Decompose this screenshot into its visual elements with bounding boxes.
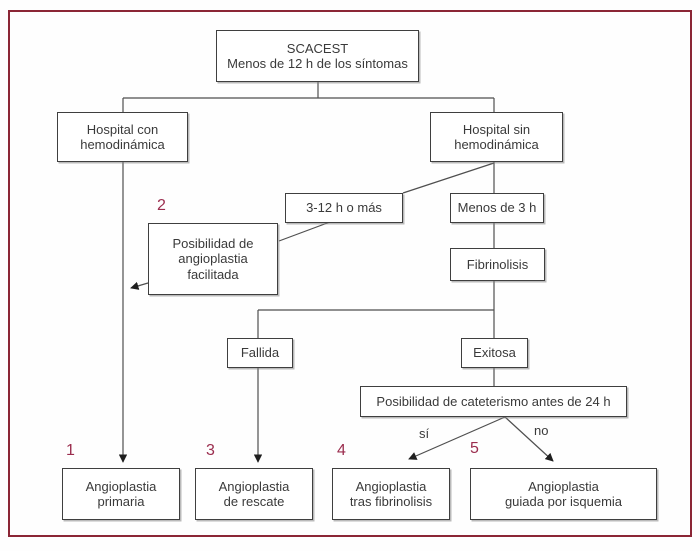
node-scacest: SCACEST Menos de 12 h de los síntomas xyxy=(216,30,419,82)
node-hospital-con-hemodinamica: Hospital con hemodinámica xyxy=(57,112,188,162)
node-3-12h-o-mas: 3-12 h o más xyxy=(285,193,403,223)
branch-label-si: sí xyxy=(419,426,430,441)
figure-frame xyxy=(8,10,692,537)
node-fallida: Fallida xyxy=(227,338,293,368)
figure-number-3: 3 xyxy=(206,442,215,459)
figure-number-4: 4 xyxy=(337,442,346,459)
node-angioplastia-primaria: Angioplastia primaria xyxy=(62,468,180,520)
node-exitosa: Exitosa xyxy=(461,338,528,368)
node-fibrinolisis: Fibrinolisis xyxy=(450,248,545,281)
node-angioplastia-guiada-por-isquemia: Angioplastia guiada por isquemia xyxy=(470,468,657,520)
branch-label-no: no xyxy=(534,423,549,438)
node-angioplastia-de-rescate: Angioplastia de rescate xyxy=(195,468,313,520)
figure-number-5: 5 xyxy=(470,440,479,457)
node-menos-de-3h: Menos de 3 h xyxy=(450,193,544,223)
figure-number-1: 1 xyxy=(66,442,75,459)
figure-number-2: 2 xyxy=(157,197,166,214)
node-cateterismo-antes-24h: Posibilidad de cateterismo antes de 24 h xyxy=(360,386,627,417)
node-angioplastia-tras-fibrinolisis: Angioplastia tras fibrinolisis xyxy=(332,468,450,520)
node-angioplastia-facilitada: Posibilidad de angioplastia facilitada xyxy=(148,223,278,295)
node-hospital-sin-hemodinamica: Hospital sin hemodinámica xyxy=(430,112,563,162)
